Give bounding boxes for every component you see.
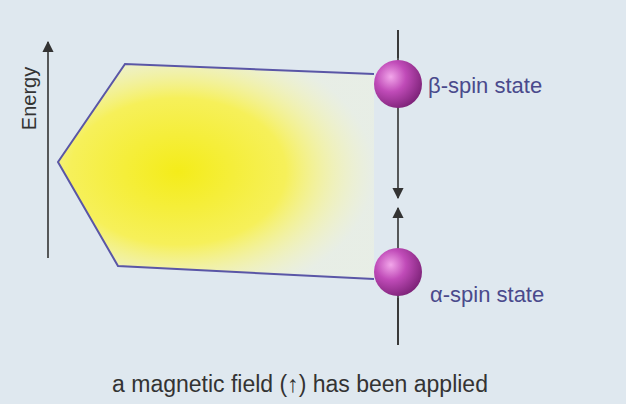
- axis-label: Energy: [19, 66, 42, 129]
- nucleus-sphere: [374, 248, 422, 296]
- spin-arrow-down: [397, 30, 399, 198]
- spin-axis: [397, 298, 399, 345]
- energy-axis: [47, 42, 49, 258]
- spin-axis: [397, 30, 399, 58]
- energy-gap-fill: [58, 64, 374, 279]
- figure-caption: a magnetic field (↑) has been applied: [112, 371, 488, 398]
- energy-split-outline: [58, 64, 374, 279]
- state-label: α-spin state: [430, 282, 544, 308]
- nucleus-sphere: [374, 60, 422, 108]
- state-label: β-spin state: [428, 73, 542, 99]
